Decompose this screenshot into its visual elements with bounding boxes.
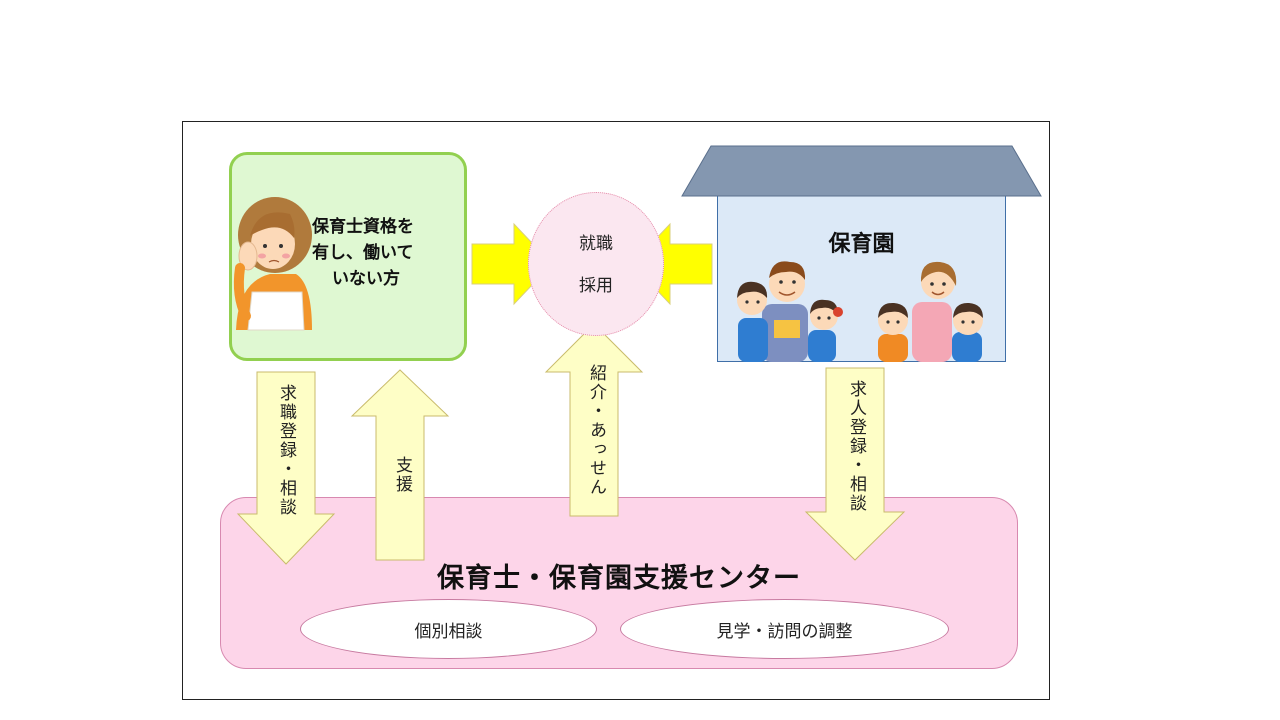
visit-coordination-pill: 見学・訪問の調整: [620, 599, 949, 659]
arrow-referral-up: [544, 323, 644, 517]
job-offer-arrow-label: 求人登録・相談: [846, 380, 866, 513]
nursery-title: 保育園: [828, 232, 895, 257]
person-line-1: 保育士資格を: [312, 217, 414, 237]
person-line-2: 有し、働いて: [312, 243, 414, 263]
nursery-roof: [681, 145, 1042, 197]
worried-woman-illustration: [233, 197, 312, 331]
arrow-support-up: [350, 369, 450, 561]
diagram-frame: [182, 121, 1050, 700]
hiring-label: 採用: [579, 276, 613, 296]
arrow-job-offer-down: [804, 367, 906, 561]
referral-arrow-label: 紹介・あっせん: [586, 364, 606, 497]
support-center-title: 保育士・保育園支援センター: [437, 563, 801, 594]
job-seek-arrow-label: 求職登録・相談: [276, 384, 296, 517]
support-arrow-label: 支援: [392, 456, 412, 494]
unemployed-caregiver-label: 保育士資格を 有し、働いて いない方: [312, 214, 452, 292]
person-line-3: いない方: [332, 269, 400, 289]
nursery-children-illustration: [737, 261, 983, 362]
individual-consultation-label: 個別相談: [414, 621, 483, 642]
employment-label: 就職: [579, 234, 613, 254]
visit-coordination-label: 見学・訪問の調整: [716, 621, 853, 642]
employment-circle: [528, 192, 664, 336]
arrow-job-seek-down: [236, 371, 336, 565]
individual-consultation-pill: 個別相談: [300, 599, 597, 659]
